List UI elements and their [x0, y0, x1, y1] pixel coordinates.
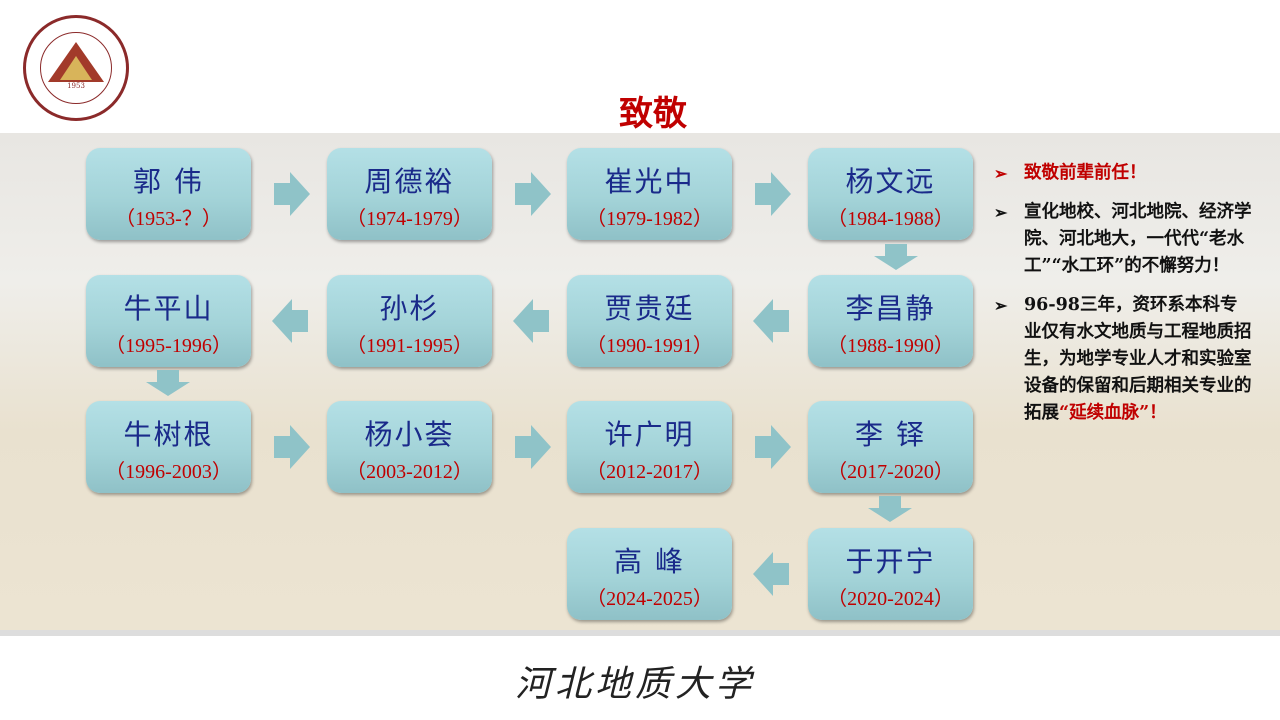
note-text: 宣化地校、河北地院、经济学院、河北地大，一代代“老水工”“水工环”的不懈努力！: [1024, 202, 1252, 276]
leader-years: （1984-1988）: [827, 208, 954, 230]
leader-box: 许广明 （2012-2017）: [567, 401, 732, 493]
leader-box: 郭 伟 （1953-？）: [86, 148, 251, 240]
note-text: ！: [1149, 403, 1167, 423]
leader-name: 郭 伟: [133, 165, 204, 198]
leader-years: （2017-2020）: [827, 461, 954, 483]
leader-years: （1995-1996）: [105, 335, 232, 357]
note-item: ➢ 致敬前辈前任！: [994, 160, 1254, 187]
bullet-arrow-icon: ➢: [994, 164, 1008, 183]
leader-box: 贾贵廷 （1990-1991）: [567, 275, 732, 367]
leader-years: （1996-2003）: [105, 461, 232, 483]
leader-years: （1974-1979）: [346, 208, 473, 230]
leader-years: （1988-1990）: [827, 335, 954, 357]
leader-box: 高 峰 （2024-2025）: [567, 528, 732, 620]
leader-box: 李昌静 （1988-1990）: [808, 275, 973, 367]
footer-calligraphy: 河北地质大学: [514, 664, 755, 705]
leader-name: 崔光中: [604, 165, 695, 198]
leader-years: （2024-2025）: [586, 588, 713, 610]
logo-year: 1953: [67, 82, 85, 90]
leader-years: （2003-2012）: [346, 461, 473, 483]
leader-box: 杨小荟 （2003-2012）: [327, 401, 492, 493]
leader-years: （2012-2017）: [586, 461, 713, 483]
leader-years: （1990-1991）: [586, 335, 713, 357]
note-text: 致敬前辈前任！: [1024, 163, 1147, 183]
leader-years: （1979-1982）: [586, 208, 713, 230]
leader-name: 贾贵廷: [604, 292, 695, 325]
leader-years: （2020-2024）: [827, 588, 954, 610]
leader-box: 崔光中 （1979-1982）: [567, 148, 732, 240]
leader-name: 高 峰: [614, 545, 685, 578]
leader-name: 许广明: [604, 418, 695, 451]
leader-name: 李昌静: [845, 292, 936, 325]
leader-box: 于开宁 （2020-2024）: [808, 528, 973, 620]
slide-title: 致敬: [619, 94, 687, 134]
note-text: 96-98三年，资环系本科专业仅有水文地质与工程地质招生，为地学专业人才和实验室…: [1024, 295, 1252, 423]
leader-name: 牛树根: [123, 418, 214, 451]
bullet-arrow-icon: ➢: [994, 296, 1008, 315]
leader-name: 孙杉: [379, 292, 440, 325]
leader-name: 杨文远: [845, 165, 936, 198]
leader-name: 周德裕: [364, 165, 455, 198]
notes-list: ➢ 致敬前辈前任！ ➢ 宣化地校、河北地院、经济学院、河北地大，一代代“老水工”“水…: [994, 160, 1254, 439]
note-item: ➢ 宣化地校、河北地院、经济学院、河北地大，一代代“老水工”“水工环”的不懈努力！: [994, 199, 1254, 280]
leader-box: 周德裕 （1974-1979）: [327, 148, 492, 240]
leader-years: （1991-1995）: [346, 335, 473, 357]
leader-box: 牛树根 （1996-2003）: [86, 401, 251, 493]
bullet-arrow-icon: ➢: [994, 203, 1008, 222]
university-logo: 1953: [23, 15, 129, 121]
note-item: ➢ 96-98三年，资环系本科专业仅有水文地质与工程地质招生，为地学专业人才和实验…: [994, 292, 1254, 427]
note-highlight: “延续血脉”: [1059, 403, 1150, 423]
leader-box: 牛平山 （1995-1996）: [86, 275, 251, 367]
leader-name: 牛平山: [123, 292, 214, 325]
leader-name: 杨小荟: [364, 418, 455, 451]
leader-box: 孙杉 （1991-1995）: [327, 275, 492, 367]
leader-box: 杨文远 （1984-1988）: [808, 148, 973, 240]
leader-box: 李 铎 （2017-2020）: [808, 401, 973, 493]
leader-name: 李 铎: [855, 418, 926, 451]
leader-name: 于开宁: [845, 545, 936, 578]
leader-years: （1953-？）: [115, 208, 222, 230]
